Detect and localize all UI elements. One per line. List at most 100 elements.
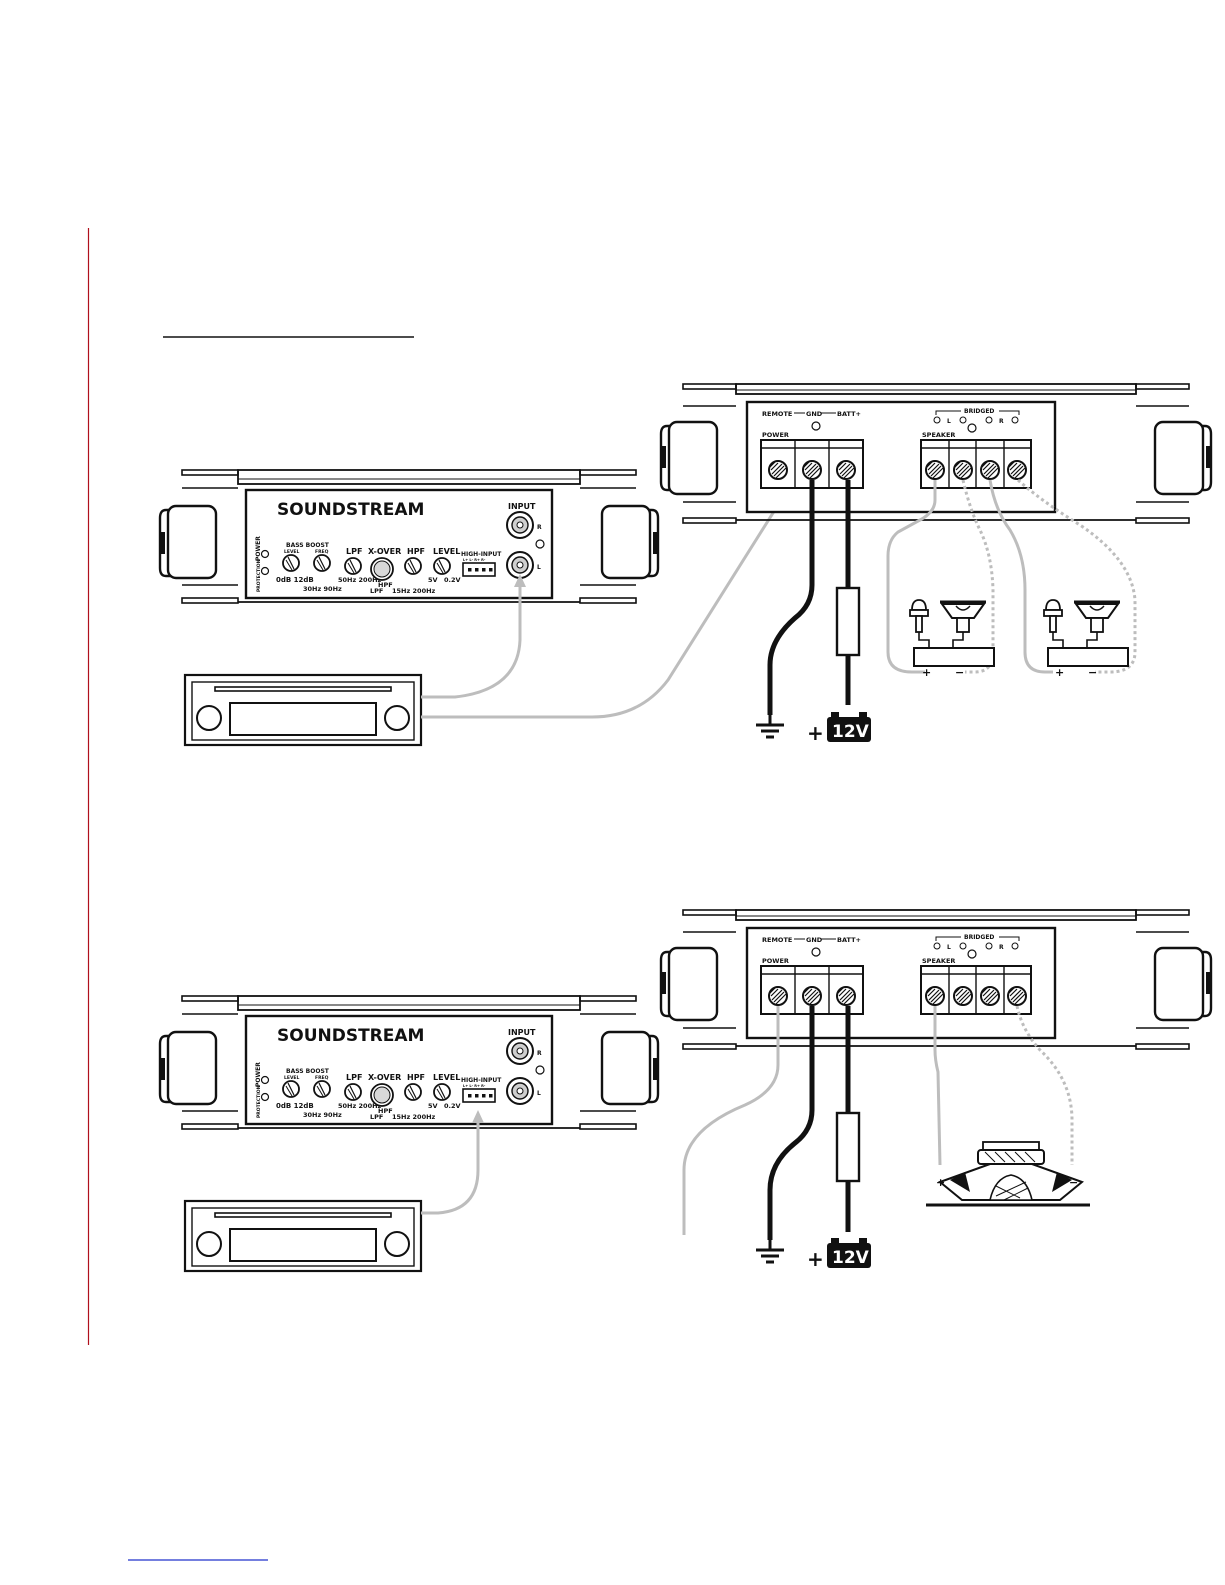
freq-small-label: FREQ	[315, 1075, 329, 1081]
battery-label-2: 12V	[832, 1248, 870, 1268]
bass-level-knob-icon[interactable]	[282, 554, 300, 572]
battery-plus-2: +	[807, 1247, 824, 1271]
protection-label: PROTECTION	[256, 1085, 262, 1118]
level-small-label: LEVEL	[284, 549, 299, 555]
lpf-label: LPF	[346, 547, 362, 556]
hpf-range-label: 15Hz 200Hz	[392, 587, 436, 595]
hpf-label: HPF	[407, 1073, 425, 1082]
input-label: INPUT	[508, 1028, 536, 1037]
power-label: POWER	[255, 536, 262, 561]
gain-led-icon	[535, 1065, 545, 1075]
level-high-label: 0.2V	[444, 1102, 461, 1110]
rca-wire-1	[421, 582, 522, 699]
bass-level-knob-icon[interactable]	[282, 1080, 300, 1098]
high-input-pins: L+ L- R+ R-	[463, 558, 486, 562]
power-led-icon	[260, 549, 270, 559]
power-section-label: POWER	[762, 431, 789, 439]
spk-r-plus-sign: +	[1055, 666, 1064, 679]
fuse-icon-2	[835, 1111, 861, 1183]
bridged-r-label: R	[999, 944, 1004, 951]
spk-r-minus-screw-icon[interactable]	[1007, 986, 1027, 1006]
power-section-label: POWER	[762, 957, 789, 965]
high-input-pins: L+ L- R+ R-	[463, 1084, 486, 1088]
subwoofer-icon	[926, 1141, 1090, 1207]
remote-wire-1	[421, 504, 780, 719]
hpf-mode-label: HPF	[378, 581, 393, 589]
amp-front-1: SOUNDSTREAM POWER PROTECTION BASS BOOST …	[158, 468, 660, 605]
xover-label: X-OVER	[368, 1073, 401, 1082]
bass-freq-knob-icon[interactable]	[313, 554, 331, 572]
spk-r-plus-screw-icon[interactable]	[980, 986, 1000, 1006]
hpf-knob-icon[interactable]	[404, 557, 422, 575]
fuse-led-icon	[811, 947, 821, 957]
gnd-screw-icon[interactable]	[802, 460, 822, 480]
level-high-label: 0.2V	[444, 576, 461, 584]
level-knob-icon[interactable]	[433, 1083, 451, 1101]
battery-plus-1: +	[807, 721, 824, 745]
batt-label: BATT+	[837, 936, 861, 944]
level-knob-icon[interactable]	[433, 557, 451, 575]
lpf-mode-label: LPF	[370, 587, 383, 595]
spk-l-minus-sign: −	[955, 666, 964, 679]
amp-front-2: SOUNDSTREAM POWER PROTECTION BASS BOOST …	[158, 994, 660, 1131]
spk-r-minus-screw-icon[interactable]	[1007, 460, 1027, 480]
gnd-label: GND	[806, 936, 823, 944]
level-low-label: 5V	[428, 576, 438, 584]
battery-icon-1	[827, 717, 871, 742]
batt-screw-icon[interactable]	[836, 986, 856, 1006]
component-speaker-l	[908, 598, 996, 668]
spk-l-plus-screw-icon[interactable]	[925, 986, 945, 1006]
spk-l-plus-screw-icon[interactable]	[925, 460, 945, 480]
bass-boost-label: BASS BOOST	[286, 542, 330, 549]
gnd-screw-icon[interactable]	[802, 986, 822, 1006]
rca-r-label: R	[537, 524, 542, 531]
spk-l-minus-screw-icon[interactable]	[953, 986, 973, 1006]
bass-range-label: 0dB 12dB	[276, 576, 314, 584]
level-label: LEVEL	[433, 1073, 460, 1082]
freq-range-label: 30Hz 90Hz	[303, 1111, 342, 1119]
status-led-icon	[967, 423, 977, 433]
spk-wire-bridged-plus-2	[933, 1006, 942, 1166]
ground-cable-1	[767, 480, 815, 715]
ground-icon-1	[754, 713, 786, 739]
hpf-label: HPF	[407, 547, 425, 556]
fuse-icon-1	[835, 586, 861, 657]
high-input-label: HIGH-INPUT	[461, 1077, 502, 1084]
freq-range-label: 30Hz 90Hz	[303, 585, 342, 593]
batt-label: BATT+	[837, 410, 861, 418]
high-input-connector[interactable]	[462, 1088, 496, 1103]
lpf-knob-icon[interactable]	[344, 557, 362, 575]
head-unit-1	[183, 673, 423, 747]
head-unit-2	[183, 1199, 423, 1273]
diagram-1-stereo: SOUNDSTREAM POWER PROTECTION BASS BOOST …	[158, 382, 1213, 747]
lpf-knob-icon[interactable]	[344, 1083, 362, 1101]
input-label: INPUT	[508, 502, 536, 511]
bridged-label: BRIDGED	[964, 934, 994, 941]
spk-l-minus-screw-icon[interactable]	[953, 460, 973, 480]
gnd-label: GND	[806, 410, 823, 418]
high-input-connector[interactable]	[462, 562, 496, 577]
spk-r-plus-screw-icon[interactable]	[980, 460, 1000, 480]
lpf-range-label: 50Hz 200Hz	[338, 576, 382, 584]
spk-wire-r-plus-1	[988, 479, 1053, 674]
power-label: POWER	[255, 1062, 262, 1087]
remote-screw-icon[interactable]	[768, 986, 788, 1006]
bridged-l-label: L	[947, 944, 951, 951]
power-led-icon	[260, 1075, 270, 1085]
remote-screw-icon[interactable]	[768, 460, 788, 480]
bass-boost-label: BASS BOOST	[286, 1068, 330, 1075]
ground-cable-2	[767, 1006, 815, 1240]
remote-label: REMOTE	[762, 936, 792, 944]
spk-wire-bridged-minus-2	[1015, 1005, 1074, 1165]
batt-screw-icon[interactable]	[836, 460, 856, 480]
hpf-range-label: 15Hz 200Hz	[392, 1113, 436, 1121]
level-label: LEVEL	[433, 547, 460, 556]
remote-wire-2	[682, 1006, 780, 1235]
brand-logo: SOUNDSTREAM	[277, 500, 424, 520]
bass-freq-knob-icon[interactable]	[313, 1080, 331, 1098]
lpf-range-label: 50Hz 200Hz	[338, 1102, 382, 1110]
fuse-led-icon	[811, 421, 821, 431]
hpf-knob-icon[interactable]	[404, 1083, 422, 1101]
protection-label: PROTECTION	[256, 559, 262, 592]
